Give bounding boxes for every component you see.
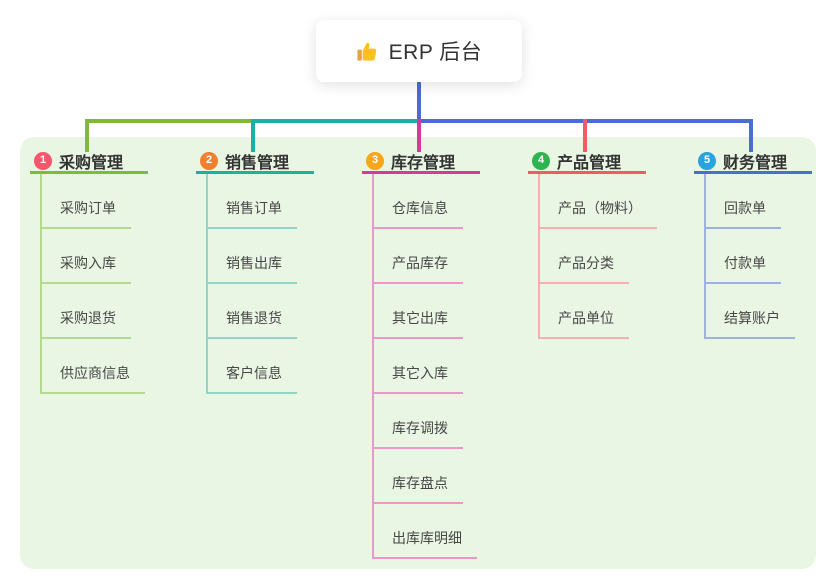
- child-node[interactable]: 供应商信息: [42, 363, 145, 394]
- branch-number-badge: 2: [200, 151, 218, 170]
- child-node[interactable]: 库存盘点: [374, 473, 463, 504]
- connector-bus-segment: [251, 119, 421, 123]
- branch-number-badge: 4: [532, 151, 550, 170]
- child-node[interactable]: 出库库明细: [374, 528, 477, 559]
- child-slot: 库存调拨: [374, 394, 522, 449]
- connector-branch-drop-product: [583, 119, 587, 152]
- branch-node-label: 产品管理: [557, 154, 622, 172]
- branch-column-sales: 2 销售管理销售订单销售出库销售退货客户信息: [196, 150, 356, 394]
- child-slot: 采购订单: [42, 174, 190, 229]
- connector-root-drop: [417, 82, 421, 123]
- child-slot: 采购入库: [42, 229, 190, 284]
- child-slot: 销售退货: [208, 284, 356, 339]
- branch-node-label: 库存管理: [391, 154, 456, 172]
- child-slot: 产品（物料）: [540, 174, 688, 229]
- child-node[interactable]: 回款单: [706, 198, 781, 229]
- connector-branch-drop-sales: [251, 119, 255, 152]
- branch-children-sales: 销售订单销售出库销售退货客户信息: [206, 174, 356, 394]
- child-node[interactable]: 销售订单: [208, 198, 297, 229]
- child-slot: 采购退货: [42, 284, 190, 339]
- branch-children-inventory: 仓库信息产品库存其它出库其它入库库存调拨库存盘点出库库明细: [372, 174, 522, 559]
- root-node-label: ERP 后台: [388, 41, 483, 64]
- child-node[interactable]: 付款单: [706, 253, 781, 284]
- child-slot: 销售订单: [208, 174, 356, 229]
- connector-branch-drop-finance: [749, 119, 753, 152]
- branch-column-inventory: 3 库存管理仓库信息产品库存其它出库其它入库库存调拨库存盘点出库库明细: [362, 150, 522, 559]
- child-node[interactable]: 库存调拨: [374, 418, 463, 449]
- child-node[interactable]: 采购退货: [42, 308, 131, 339]
- child-slot: 结算账户: [706, 284, 839, 339]
- child-node[interactable]: 采购订单: [42, 198, 131, 229]
- child-node[interactable]: 产品库存: [374, 253, 463, 284]
- child-slot: 仓库信息: [374, 174, 522, 229]
- child-node[interactable]: 其它入库: [374, 363, 463, 394]
- branch-node-purchase[interactable]: 1 采购管理: [30, 150, 148, 174]
- root-node[interactable]: ERP 后台: [316, 20, 522, 82]
- child-slot: 其它入库: [374, 339, 522, 394]
- branch-node-inventory[interactable]: 3 库存管理: [362, 150, 480, 174]
- branch-children-product: 产品（物料） 产品分类产品单位: [538, 174, 688, 339]
- thumbs-up-icon: [356, 40, 379, 63]
- child-slot: 产品库存: [374, 229, 522, 284]
- child-slot: 回款单: [706, 174, 839, 229]
- child-slot: 付款单: [706, 229, 839, 284]
- branch-number-badge: 3: [366, 151, 384, 170]
- branch-number-badge: 5: [698, 151, 716, 170]
- child-slot: 出库库明细: [374, 504, 522, 559]
- child-slot: 其它出库: [374, 284, 522, 339]
- branch-node-sales[interactable]: 2 销售管理: [196, 150, 314, 174]
- child-slot: 客户信息: [208, 339, 356, 394]
- connector-bus-segment: [85, 119, 255, 123]
- child-slot: 供应商信息: [42, 339, 190, 394]
- branch-column-purchase: 1 采购管理采购订单采购入库采购退货供应商信息: [30, 150, 190, 394]
- child-node[interactable]: 客户信息: [208, 363, 297, 394]
- child-node[interactable]: 采购入库: [42, 253, 131, 284]
- branch-node-label: 财务管理: [723, 154, 788, 172]
- child-node[interactable]: 结算账户: [706, 308, 795, 339]
- branch-children-finance: 回款单付款单结算账户: [704, 174, 839, 339]
- branch-column-product: 4 产品管理产品（物料） 产品分类产品单位: [528, 150, 688, 339]
- child-node[interactable]: 产品单位: [540, 308, 629, 339]
- child-slot: 产品单位: [540, 284, 688, 339]
- child-slot: 库存盘点: [374, 449, 522, 504]
- branch-node-finance[interactable]: 5 财务管理: [694, 150, 812, 174]
- child-slot: 销售出库: [208, 229, 356, 284]
- child-node[interactable]: 产品（物料）: [540, 198, 657, 229]
- branches-panel: [20, 137, 816, 569]
- child-slot: 产品分类: [540, 229, 688, 284]
- branch-column-finance: 5 财务管理回款单付款单结算账户: [694, 150, 839, 339]
- child-node[interactable]: 仓库信息: [374, 198, 463, 229]
- child-node[interactable]: 其它出库: [374, 308, 463, 339]
- branch-node-product[interactable]: 4 产品管理: [528, 150, 646, 174]
- branch-children-purchase: 采购订单采购入库采购退货供应商信息: [40, 174, 190, 394]
- branch-node-label: 采购管理: [59, 154, 124, 172]
- branch-node-label: 销售管理: [225, 154, 290, 172]
- connector-branch-drop-inventory: [417, 119, 421, 152]
- connector-branch-drop-purchase: [85, 119, 89, 152]
- child-node[interactable]: 产品分类: [540, 253, 629, 284]
- branch-number-badge: 1: [34, 151, 52, 170]
- child-node[interactable]: 销售退货: [208, 308, 297, 339]
- child-node[interactable]: 销售出库: [208, 253, 297, 284]
